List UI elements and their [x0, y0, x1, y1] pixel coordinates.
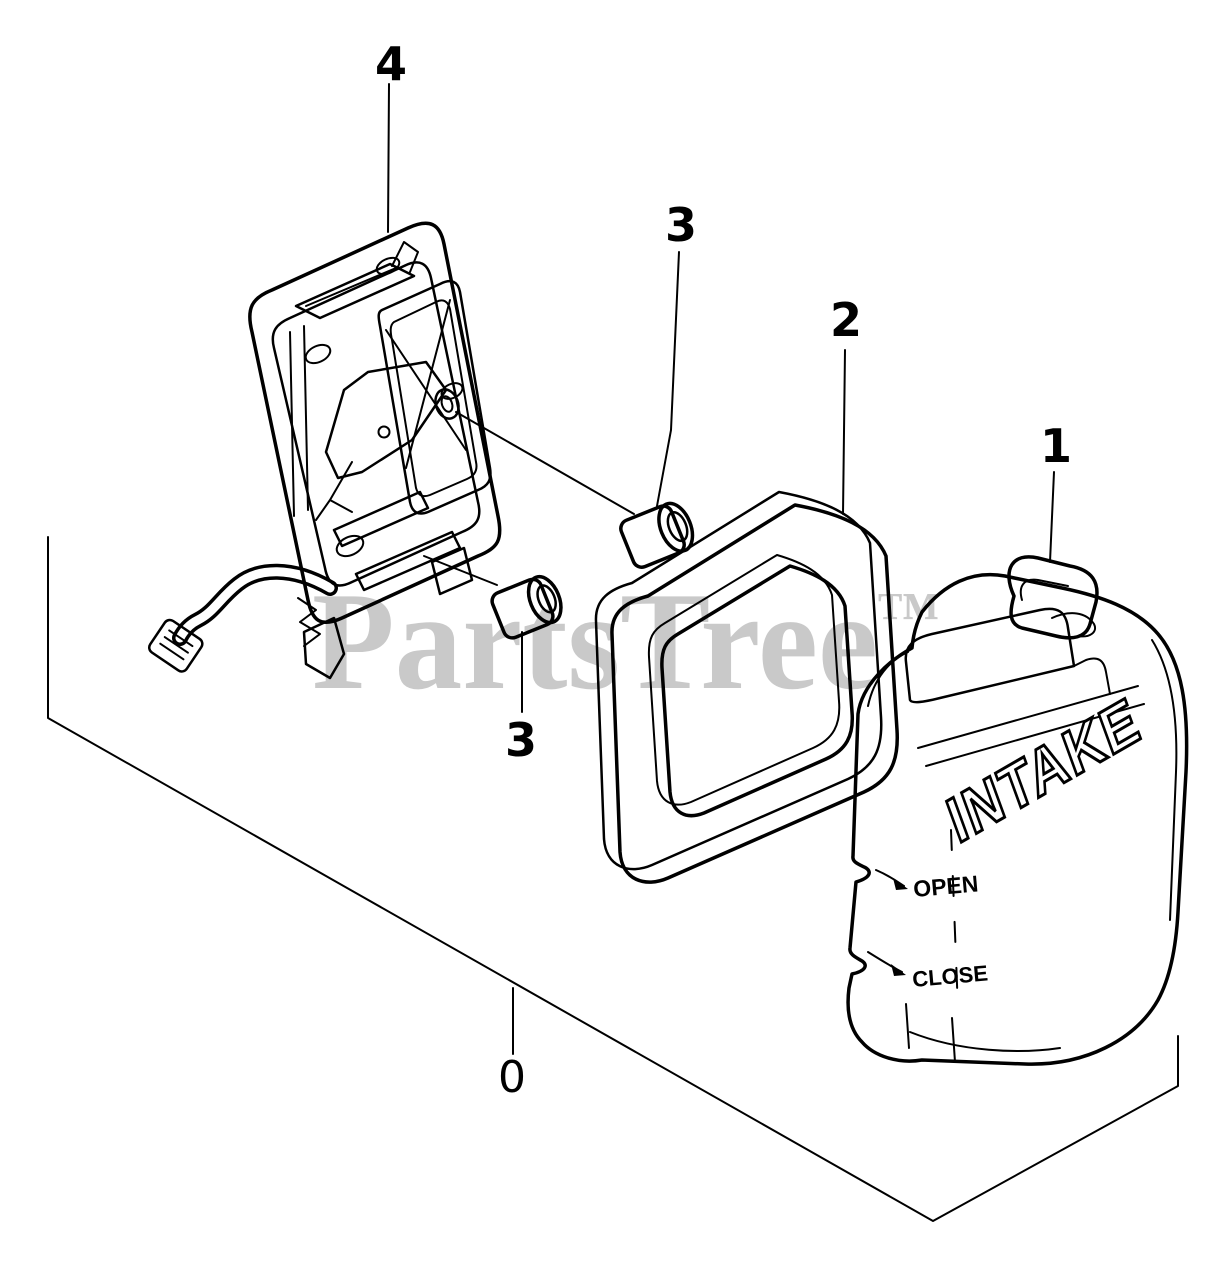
assembly-baseline-frame: 0 [47, 536, 1179, 1222]
base-foot [302, 616, 346, 680]
base-top-bar [294, 262, 416, 320]
base-peg-mid [440, 382, 464, 400]
base-clip-zigzag [297, 597, 321, 647]
base-peg-bottom [335, 534, 365, 558]
base-window-outer [377, 280, 492, 515]
callout-1-leader [1049, 471, 1055, 563]
cover-latch-tab [1007, 555, 1099, 640]
cover-latch-hook [1051, 612, 1096, 638]
base-tab-1 [332, 490, 430, 548]
filter-window-edge [660, 564, 855, 818]
base-depth-line-1 [289, 331, 295, 517]
filter-back-inner-edge [647, 554, 841, 806]
open-arrow-head-icon [893, 878, 908, 890]
callout-4: 4 [375, 37, 407, 91]
callout-0: 0 [498, 1052, 526, 1103]
callout-3-upper: 3 [665, 198, 697, 252]
cover-bottom-tick-1 [905, 1003, 910, 1049]
cover-body-outline [846, 572, 1189, 1066]
cover-choke-slot-line [950, 829, 959, 1011]
base-depth-line-2 [303, 325, 309, 511]
callout-2: 2 [830, 293, 862, 347]
base-peg-top [375, 256, 401, 276]
collar-lower-pointer-line [423, 555, 498, 586]
base-tab-3 [430, 546, 474, 596]
cover-open-label: OPEN [912, 870, 979, 902]
breather-wire [147, 563, 338, 673]
callout-3-lower: 3 [505, 713, 537, 767]
cover-bottom-tick-2 [951, 1017, 956, 1063]
choke-plate-hole [377, 425, 391, 439]
callout-3-upper-leader [656, 251, 680, 507]
baseline-bracket-line [47, 536, 1179, 1222]
wire-connector [147, 618, 204, 673]
watermark-text: PartsTree [312, 564, 878, 719]
cover-bottom-inner-line [909, 1031, 1061, 1052]
cover-right-inner-line [1151, 639, 1178, 921]
base-inner-rim [271, 261, 481, 587]
watermark-trademark-icon: ™ [876, 579, 940, 650]
cover-ridge-1 [917, 685, 1139, 749]
callout-4-leader [387, 83, 390, 233]
cover-left-ear-line [867, 651, 909, 707]
base-peg-left [304, 343, 332, 365]
close-arrow-head-icon [891, 964, 906, 976]
cover-latch-inner-line [1019, 578, 1069, 601]
callout-2-leader [842, 349, 846, 515]
choke-linkage [315, 461, 353, 521]
base-top-notch [391, 241, 419, 273]
air-cleaner-base: 4 [147, 37, 502, 680]
cover-boss-side [1073, 657, 1111, 695]
cover-boss [904, 607, 1076, 704]
callout-1: 1 [1040, 419, 1072, 473]
base-window-inner [389, 299, 478, 498]
cover-ridge-2 [925, 703, 1145, 767]
filter-back-outer-edge [594, 490, 883, 871]
air-filter-element: 2 [594, 293, 900, 884]
collar-lower [490, 574, 563, 640]
base-tab-2 [354, 530, 462, 592]
collar-upper-pointer-line [455, 411, 635, 515]
filter-front-outer-edge [610, 503, 900, 884]
